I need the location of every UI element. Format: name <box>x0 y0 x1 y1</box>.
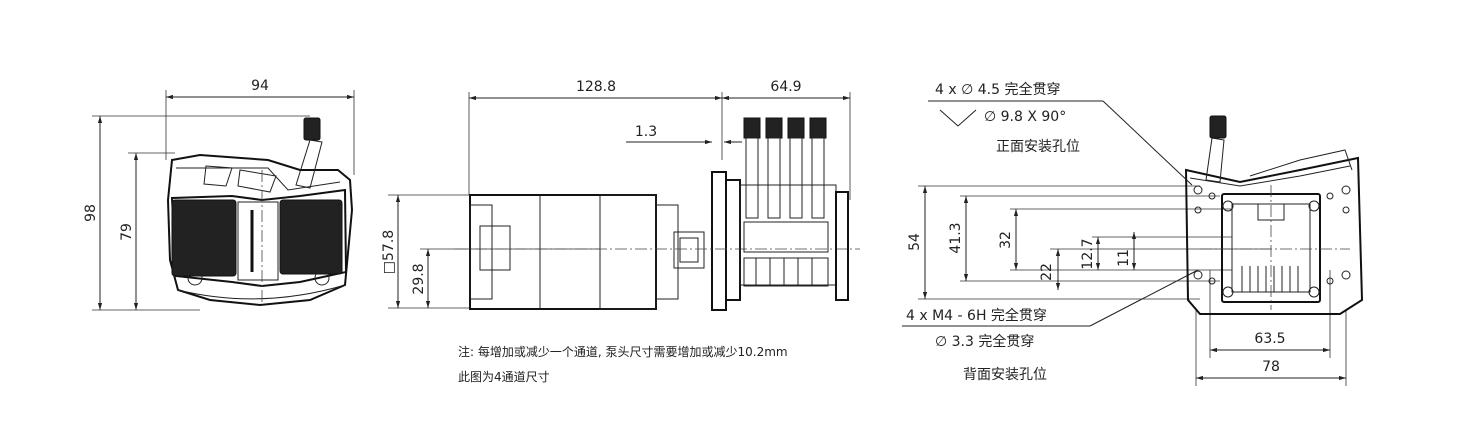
dim-41-3: 41.3 <box>948 222 964 253</box>
dim-54: 54 <box>907 233 923 251</box>
dim-63-5: 63.5 <box>1254 331 1285 347</box>
dim-22: 22 <box>1039 263 1055 281</box>
side-view: 128.8 64.9 1.3 □57.8 29.8 <box>381 79 860 311</box>
rear-holes-line1: 4 x M4 - 6H 完全贯穿 <box>906 307 1047 324</box>
rear-holes-caption: 背面安装孔位 <box>963 367 1047 383</box>
dim-32: 32 <box>998 231 1014 249</box>
axis-height-dim: 29.8 <box>411 263 427 294</box>
back-view: 4 x ∅ 4.5 完全贯穿 ∅ 9.8 X 90° 正面安装孔位 4 x M4… <box>902 81 1364 386</box>
dim-11: 11 <box>1116 249 1132 267</box>
cooling-fins <box>1241 266 1299 292</box>
notes: 注: 每增加或减少一个通道, 泵头尺寸需要增加或减少10.2mm 此图为4通道尺… <box>458 344 788 384</box>
dim-12-7: 12.7 <box>1080 238 1096 269</box>
front-height-dim: 98 <box>83 204 99 222</box>
front-holes-line1: 4 x ∅ 4.5 完全贯穿 <box>935 81 1060 98</box>
front-width-dim: 94 <box>251 78 269 94</box>
motor-length-dim: 128.8 <box>576 79 616 95</box>
dim-78: 78 <box>1262 359 1280 375</box>
head-length-dim: 64.9 <box>770 79 801 95</box>
note-line-1: 注: 每增加或减少一个通道, 泵头尺寸需要增加或减少10.2mm <box>458 344 788 359</box>
pump-head-channels <box>739 117 849 301</box>
flange-dim: 1.3 <box>635 124 657 140</box>
front-view: 94 98 79 <box>83 78 355 311</box>
motor-square-dim: □57.8 <box>381 230 397 274</box>
note-line-2: 此图为4通道尺寸 <box>458 370 550 384</box>
front-holes-caption: 正面安装孔位 <box>996 139 1080 155</box>
front-inner-height-dim: 79 <box>119 223 135 241</box>
front-holes-line2: ∅ 9.8 X 90° <box>984 109 1066 125</box>
rear-holes-line2: ∅ 3.3 完全贯穿 <box>935 333 1034 350</box>
